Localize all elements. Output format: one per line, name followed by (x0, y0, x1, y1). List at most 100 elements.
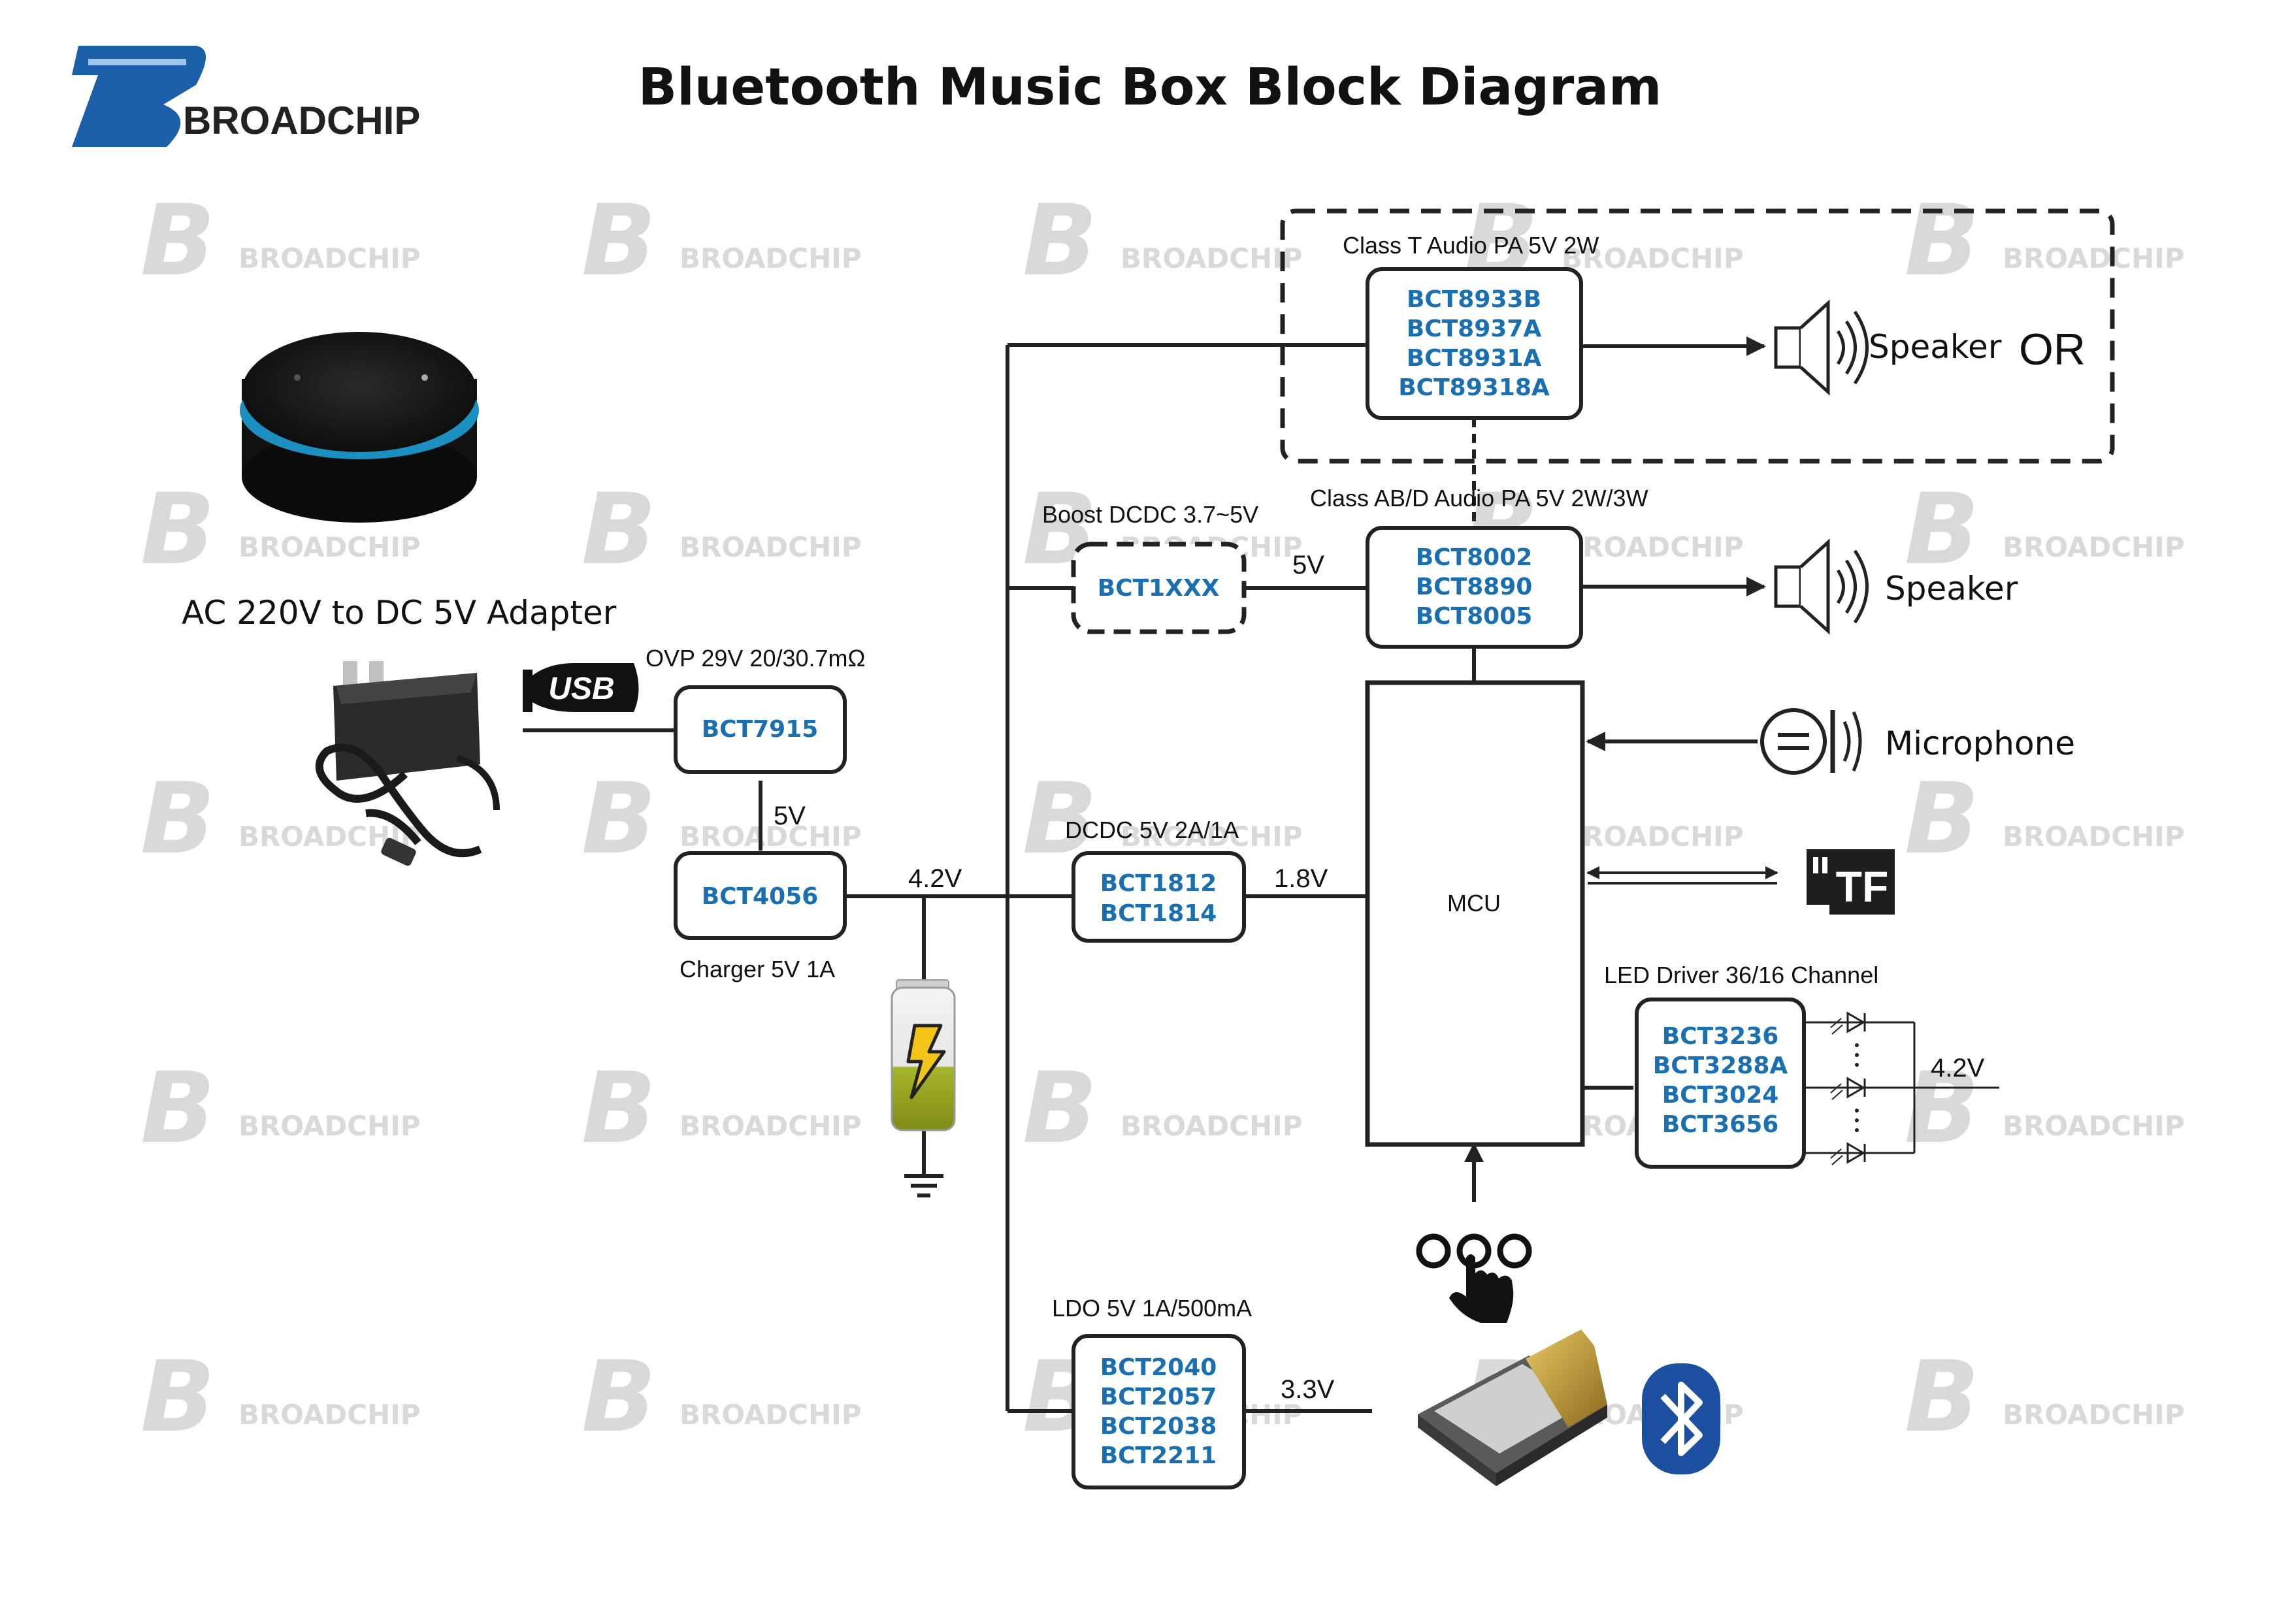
buttons-icon (1416, 1233, 1532, 1323)
svg-text:BROADCHIP: BROADCHIP (1562, 820, 1744, 853)
voltage-4v2-led: 4.2V (1931, 1054, 1985, 1082)
svg-text:B: B (581, 762, 656, 876)
svg-text:B: B (140, 1340, 215, 1454)
usb-label: USB (548, 672, 614, 706)
svg-text:B: B (581, 1340, 656, 1454)
led-icon (1830, 1142, 1866, 1165)
svg-text:B: B (140, 762, 215, 876)
svg-text:BROADCHIP: BROADCHIP (1121, 1110, 1303, 1142)
led-icon (1830, 1077, 1866, 1100)
class-ab-part-2: BCT8005 (1416, 603, 1533, 630)
ldo-block[interactable]: BCT2040 BCT2057 BCT2038 BCT2211 (1072, 1334, 1246, 1489)
microphone-icon (1760, 708, 1862, 775)
led-part-0: BCT3236 (1662, 1023, 1779, 1050)
watermark-logo: B BROADCHIP (140, 184, 421, 298)
led-icon (1830, 1011, 1866, 1035)
dcdc-label: DCDC 5V 2A/1A (1065, 817, 1239, 843)
bluetooth-module-image (1418, 1329, 1607, 1486)
class-ab-block[interactable]: BCT8002 BCT8890 BCT8005 (1366, 526, 1583, 649)
voltage-4v2-bus: 4.2V (908, 864, 962, 893)
svg-text:BROADCHIP: BROADCHIP (1121, 820, 1303, 853)
class-t-part-0: BCT8933B (1407, 286, 1541, 313)
svg-text:BROADCHIP: BROADCHIP (679, 1110, 862, 1142)
ovp-block[interactable]: BCT7915 (674, 685, 847, 774)
svg-text:B: B (581, 184, 656, 298)
logo-text: BROADCHIP (183, 99, 420, 142)
svg-text:BROADCHIP: BROADCHIP (2003, 820, 2185, 853)
svg-text:BROADCHIP: BROADCHIP (679, 1399, 862, 1431)
voltage-1v8: 1.8V (1274, 864, 1328, 893)
class-t-label: Class T Audio PA 5V 2W (1343, 232, 1599, 259)
watermark-logo: B BROADCHIP (581, 1340, 862, 1454)
led-part-2: BCT3024 (1662, 1082, 1779, 1109)
dcdc-block[interactable]: BCT1812 BCT1814 (1072, 851, 1246, 943)
svg-text:B: B (140, 1052, 215, 1165)
watermark-logo: B BROADCHIP (581, 184, 862, 298)
svg-text:B: B (581, 473, 656, 587)
broadchip-logo: BROADCHIP (72, 46, 420, 147)
usb-icon: USB (523, 663, 639, 712)
svg-text:B: B (1023, 1052, 1097, 1165)
svg-text:B: B (1905, 1340, 1979, 1454)
smart-speaker-image (240, 332, 479, 523)
boost-block[interactable]: BCT1XXX (1071, 542, 1247, 634)
svg-text:BROADCHIP: BROADCHIP (679, 242, 862, 274)
ldo-label: LDO 5V 1A/500mA (1052, 1295, 1252, 1322)
or-label: OR (2019, 325, 2086, 374)
adapter-label: AC 220V to DC 5V Adapter (182, 594, 617, 632)
charger-block[interactable]: BCT4056 (674, 851, 847, 940)
class-t-part-3: BCT89318A (1398, 374, 1550, 401)
diagram-title: Bluetooth Music Box Block Diagram (638, 58, 1662, 117)
led-part-1: BCT3288A (1653, 1052, 1788, 1079)
svg-text:BROADCHIP: BROADCHIP (2003, 531, 2185, 563)
ldo-part-0: BCT2040 (1100, 1354, 1217, 1381)
class-ab-label: Class AB/D Audio PA 5V 2W/3W (1310, 485, 1648, 512)
svg-text:B: B (1905, 762, 1979, 876)
svg-text:BROADCHIP: BROADCHIP (238, 531, 421, 563)
mcu-label: MCU (1447, 890, 1501, 917)
svg-text:BROADCHIP: BROADCHIP (679, 531, 862, 563)
svg-text:BROADCHIP: BROADCHIP (238, 242, 421, 274)
voltage-5v-boost: 5V (1292, 551, 1324, 579)
led-array (1804, 1011, 1999, 1165)
svg-text:BROADCHIP: BROADCHIP (1121, 242, 1303, 274)
led-part-3: BCT3656 (1662, 1111, 1779, 1138)
svg-text:B: B (581, 1052, 656, 1165)
svg-text:B: B (140, 184, 215, 298)
boost-part-0: BCT1XXX (1098, 575, 1220, 602)
charger-label: Charger 5V 1A (679, 956, 835, 983)
class-t-part-1: BCT8937A (1407, 316, 1542, 342)
wires (523, 336, 1778, 1413)
microphone-label: Microphone (1885, 724, 2075, 762)
voltage-3v3: 3.3V (1281, 1375, 1335, 1404)
svg-text:B: B (1905, 184, 1979, 298)
led-driver-block[interactable]: BCT3236 BCT3288A BCT3024 BCT3656 (1635, 998, 1806, 1169)
ldo-part-1: BCT2057 (1100, 1384, 1217, 1410)
bluetooth-icon (1642, 1363, 1720, 1474)
voltage-5v-ovp: 5V (774, 802, 806, 830)
mcu-block[interactable]: MCU (1365, 680, 1585, 1147)
svg-text:BROADCHIP: BROADCHIP (2003, 242, 2185, 274)
svg-text:B: B (1905, 1052, 1979, 1165)
watermark-logo: B BROADCHIP (1905, 762, 2185, 876)
watermark-logo: B BROADCHIP (140, 1340, 421, 1454)
speaker-label: Speaker (1885, 570, 2018, 608)
ldo-part-2: BCT2038 (1100, 1413, 1217, 1440)
speaker-icon (1774, 538, 1869, 635)
class-t-block[interactable]: BCT8933B BCT8937A BCT8931A BCT89318A (1366, 267, 1583, 420)
speaker-icon (1774, 299, 1869, 396)
svg-text:BROADCHIP: BROADCHIP (238, 1399, 421, 1431)
ovp-part-0: BCT7915 (702, 716, 819, 743)
watermark-logo: B BROADCHIP (1905, 184, 2185, 298)
svg-text:BROADCHIP: BROADCHIP (1562, 242, 1744, 274)
